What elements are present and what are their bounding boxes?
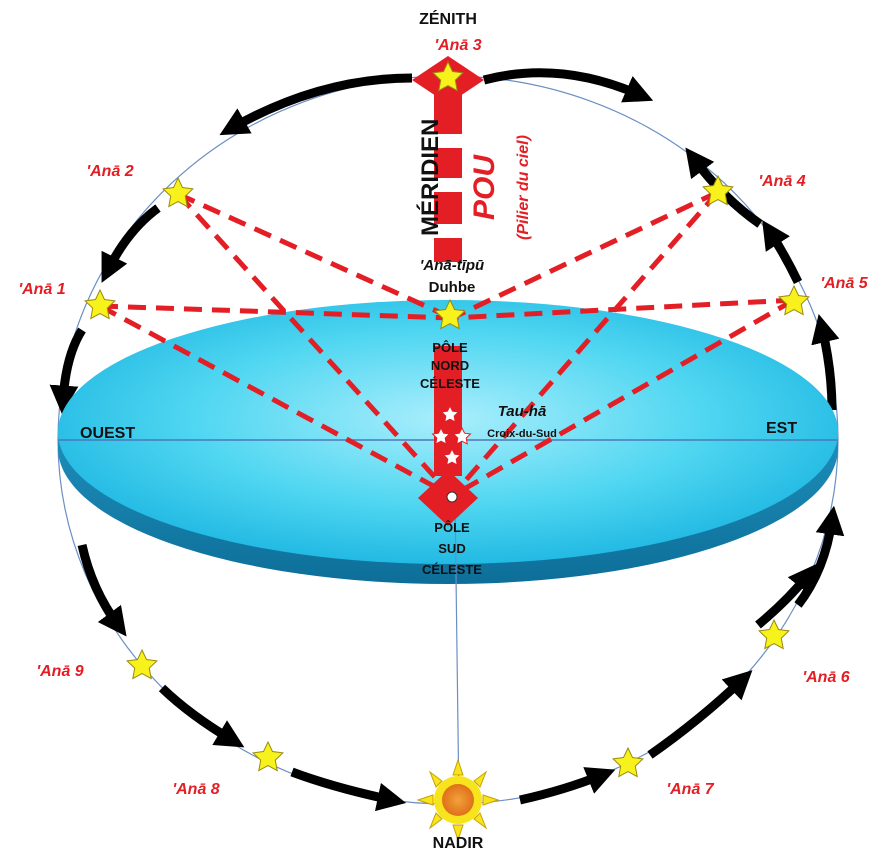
- star-ana-5: [778, 284, 810, 316]
- arrow-right-4: [794, 505, 845, 608]
- star-duhbe: [434, 298, 466, 330]
- southern-cross: [431, 404, 472, 466]
- duhbe-label: Duhbe: [429, 279, 476, 296]
- south-pole-label-1: PÔLE: [434, 520, 470, 535]
- south-pole-label-3: CÉLESTE: [422, 562, 482, 577]
- sighting-lines: [98, 189, 796, 499]
- arrow-left-3: [77, 544, 127, 637]
- ana-8-label: 'Anā 8: [172, 781, 219, 798]
- rotation-arrows: [49, 68, 845, 812]
- east-label: EST: [766, 420, 797, 437]
- nadir-axis: [454, 497, 460, 807]
- arrow-bottom-left-1: [158, 684, 245, 748]
- arrow-left-1: [101, 204, 161, 283]
- ana-4-label: 'Anā 4: [758, 173, 805, 190]
- arrow-bottom-right-1: [519, 767, 616, 805]
- ana-3-label: 'Anā 3: [434, 37, 481, 54]
- arrow-bottom-right-3: [755, 563, 817, 629]
- star-ana-4: [702, 174, 734, 206]
- ana-7-label: 'Anā 7: [666, 781, 714, 798]
- pou-sub-label: (Pilier du ciel): [515, 135, 532, 240]
- arrow-top-right: [482, 68, 654, 103]
- arrow-bottom-right-2: [647, 670, 753, 759]
- south-pole-label-2: SUD: [438, 541, 465, 556]
- ana-5-label: 'Anā 5: [820, 275, 868, 292]
- star-ana-2: [162, 176, 194, 208]
- ana-2-label: 'Anā 2: [86, 163, 133, 180]
- arrow-right-3: [811, 313, 840, 411]
- sun-icon: [416, 758, 500, 842]
- arrow-bottom-left-2: [290, 767, 407, 812]
- south-pole-dot: [446, 491, 458, 503]
- ana-9-label: 'Anā 9: [36, 663, 83, 680]
- west-label: OUEST: [80, 425, 135, 442]
- star-ana-7: [612, 746, 644, 778]
- arrow-right-2: [762, 219, 803, 284]
- star-ana-9: [126, 648, 158, 680]
- meridian-label: MÉRIDIEN: [416, 119, 444, 236]
- arrow-top-left: [219, 73, 413, 136]
- north-pole-label-2: NORD: [431, 358, 469, 373]
- croix-label: Croix-du-Sud: [487, 428, 557, 440]
- tau-ha-label: Tau-hā: [498, 403, 547, 420]
- pou-label: POU: [468, 154, 501, 220]
- zenith-label: ZÉNITH: [419, 9, 477, 28]
- arrow-left-2: [49, 327, 86, 415]
- ana-tipu-label: 'Anā-tīpū: [420, 257, 484, 274]
- ana-6-label: 'Anā 6: [802, 669, 849, 686]
- star-ana-3: [432, 60, 464, 92]
- star-ana-8: [252, 740, 284, 772]
- star-ana-1: [84, 288, 116, 320]
- ana-1-label: 'Anā 1: [18, 281, 65, 298]
- nadir-label: NADIR: [433, 835, 484, 852]
- north-pole-label-1: PÔLE: [432, 340, 468, 355]
- north-pole-label-3: CÉLESTE: [420, 376, 480, 391]
- star-ana-6: [758, 618, 790, 650]
- star-markers: [84, 60, 810, 778]
